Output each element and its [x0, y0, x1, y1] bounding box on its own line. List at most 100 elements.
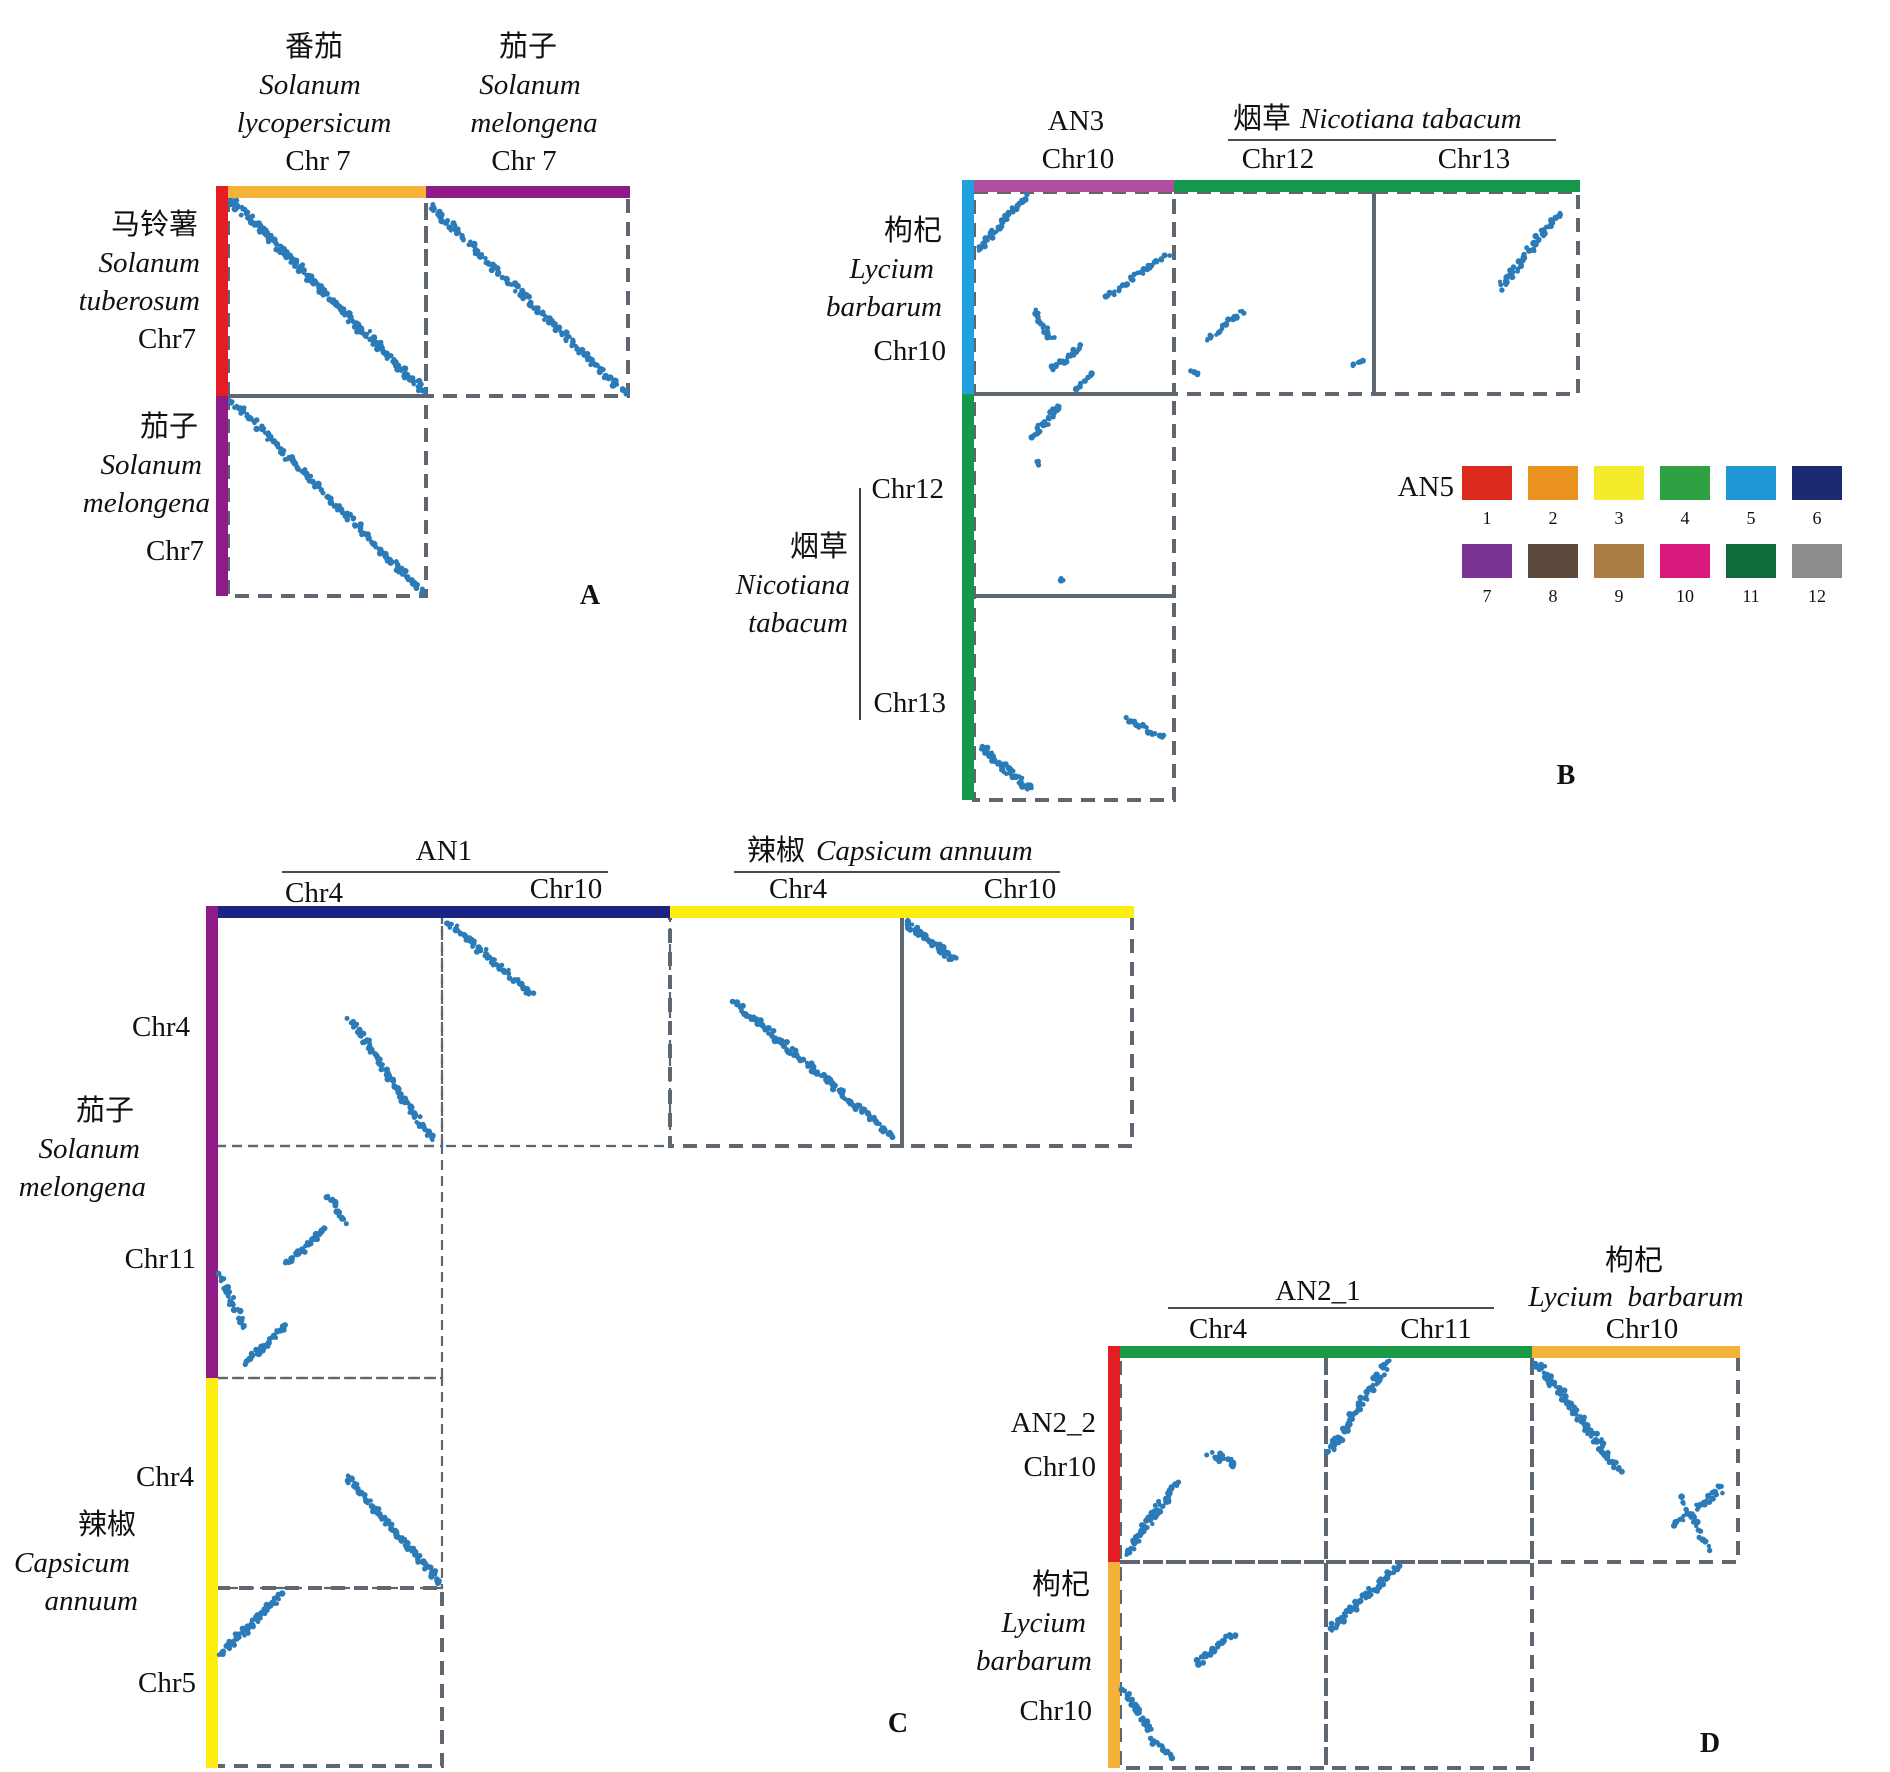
synteny-dot [1168, 1754, 1176, 1762]
panel-b-lycium-cn: 枸杞 [884, 214, 942, 247]
synteny-dot [249, 1617, 255, 1623]
synteny-dot [601, 375, 607, 381]
synteny-dot [556, 324, 563, 331]
synteny-dot [253, 1346, 260, 1353]
synteny-dot [310, 280, 317, 287]
synteny-dot [405, 577, 411, 583]
synteny-dot [239, 407, 247, 415]
panel-b-an3-name: AN3 [1048, 105, 1104, 137]
synteny-dot [524, 986, 531, 993]
synteny-dot [1152, 1503, 1158, 1508]
panel-c-synteny-dots [215, 917, 959, 1658]
synteny-dot [224, 1284, 231, 1291]
synteny-dot [345, 311, 351, 317]
synteny-dot [1363, 1590, 1368, 1596]
synteny-dot [398, 1538, 405, 1544]
panel-b-tobacco-chr12: Chr12 [1242, 143, 1315, 175]
synteny-dot [1174, 1483, 1180, 1489]
an5-legend-label-12: 12 [1808, 586, 1826, 606]
synteny-dot [279, 1590, 286, 1597]
synteny-dot [1509, 274, 1516, 281]
synteny-dot [1152, 731, 1158, 736]
panel-a-row2-chr: Chr7 [146, 535, 204, 567]
synteny-dot [570, 337, 576, 343]
synteny-dot [1230, 1459, 1237, 1466]
panel-d-lycium-latin: Lycium barbarum [1527, 1281, 1743, 1313]
synteny-dot [438, 211, 445, 218]
synteny-dot [394, 366, 401, 373]
synteny-dot [990, 753, 997, 759]
synteny-dot [457, 230, 462, 235]
panel-c-an1-bar [206, 906, 670, 918]
an5-legend-label-9: 9 [1615, 586, 1624, 606]
synteny-dot [363, 1498, 369, 1503]
panel-c-pepper-row-cn: 辣椒 [78, 1508, 136, 1541]
synteny-dot [1140, 271, 1146, 276]
synteny-dot [1160, 732, 1167, 738]
panel-c-eggplant-latin1: Solanum [39, 1133, 141, 1165]
synteny-dot [419, 586, 425, 592]
synteny-dot [1359, 357, 1366, 364]
panel-d-row-lycium-latin2: barbarum [976, 1645, 1092, 1677]
synteny-dot [430, 1137, 435, 1143]
synteny-dot [1593, 1430, 1600, 1437]
synteny-dot [1618, 1468, 1625, 1475]
panel-b-synteny-dots [976, 191, 1563, 792]
synteny-dot [413, 1552, 418, 1558]
synteny-dot [276, 1328, 281, 1333]
synteny-dot [352, 1022, 359, 1028]
synteny-dot [320, 490, 326, 496]
synteny-dot [392, 1529, 400, 1536]
synteny-dot [1112, 289, 1117, 294]
synteny-dot [376, 550, 384, 557]
synteny-dot [859, 1107, 866, 1114]
synteny-dot [483, 947, 489, 952]
synteny-dot [333, 1203, 338, 1208]
synteny-dot [1167, 253, 1173, 258]
synteny-dot [1225, 316, 1232, 323]
synteny-dot [1036, 462, 1042, 468]
synteny-dot [1233, 1634, 1238, 1639]
synteny-dot [1052, 335, 1057, 340]
synteny-dot [344, 1015, 350, 1021]
synteny-dot [315, 1237, 320, 1242]
synteny-dot [1123, 714, 1129, 721]
synteny-dot [383, 1517, 388, 1523]
synteny-dot [387, 559, 394, 566]
panel-d-lycium-chr: Chr10 [1606, 1313, 1679, 1345]
panel-c-box-4-1 [214, 1586, 444, 1768]
synteny-dot [857, 1103, 863, 1108]
synteny-dot [384, 356, 390, 361]
synteny-dot [1694, 1502, 1699, 1508]
synteny-dot [321, 1225, 328, 1232]
synteny-dot [815, 1069, 820, 1074]
synteny-dot [364, 334, 369, 340]
synteny-dot [1535, 236, 1542, 243]
synteny-dot [489, 956, 496, 963]
synteny-dot [232, 1308, 238, 1313]
synteny-dot [233, 197, 240, 204]
synteny-dot [378, 344, 385, 351]
synteny-dot [1720, 1490, 1725, 1496]
panel-d-an2-chr4: Chr4 [1189, 1313, 1248, 1345]
synteny-dot [1020, 775, 1025, 781]
synteny-dot [530, 990, 537, 996]
panel-c-eggplant-bar [206, 906, 218, 1378]
panel-b-lycium-latin2: barbarum [826, 291, 942, 323]
panel-b-tobacco-chr13: Chr13 [1438, 143, 1511, 175]
synteny-dot [309, 478, 315, 484]
synteny-dot [483, 255, 488, 261]
synteny-dot [1702, 1538, 1709, 1545]
synteny-dot [1371, 1587, 1376, 1592]
synteny-dot [461, 236, 466, 242]
panel-a-row2-latin2: melongena [83, 487, 210, 519]
panel-c-box-3-1 [214, 1376, 444, 1590]
synteny-dot [1541, 1370, 1547, 1376]
synteny-dot [1681, 1518, 1686, 1523]
synteny-dot [1605, 1454, 1611, 1459]
panel-c-box-2-1 [214, 1144, 444, 1380]
synteny-dot [443, 220, 449, 226]
synteny-dot [486, 262, 491, 267]
synteny-dot [1709, 1495, 1716, 1502]
panel-d-an2-row-bar [1108, 1346, 1120, 1562]
